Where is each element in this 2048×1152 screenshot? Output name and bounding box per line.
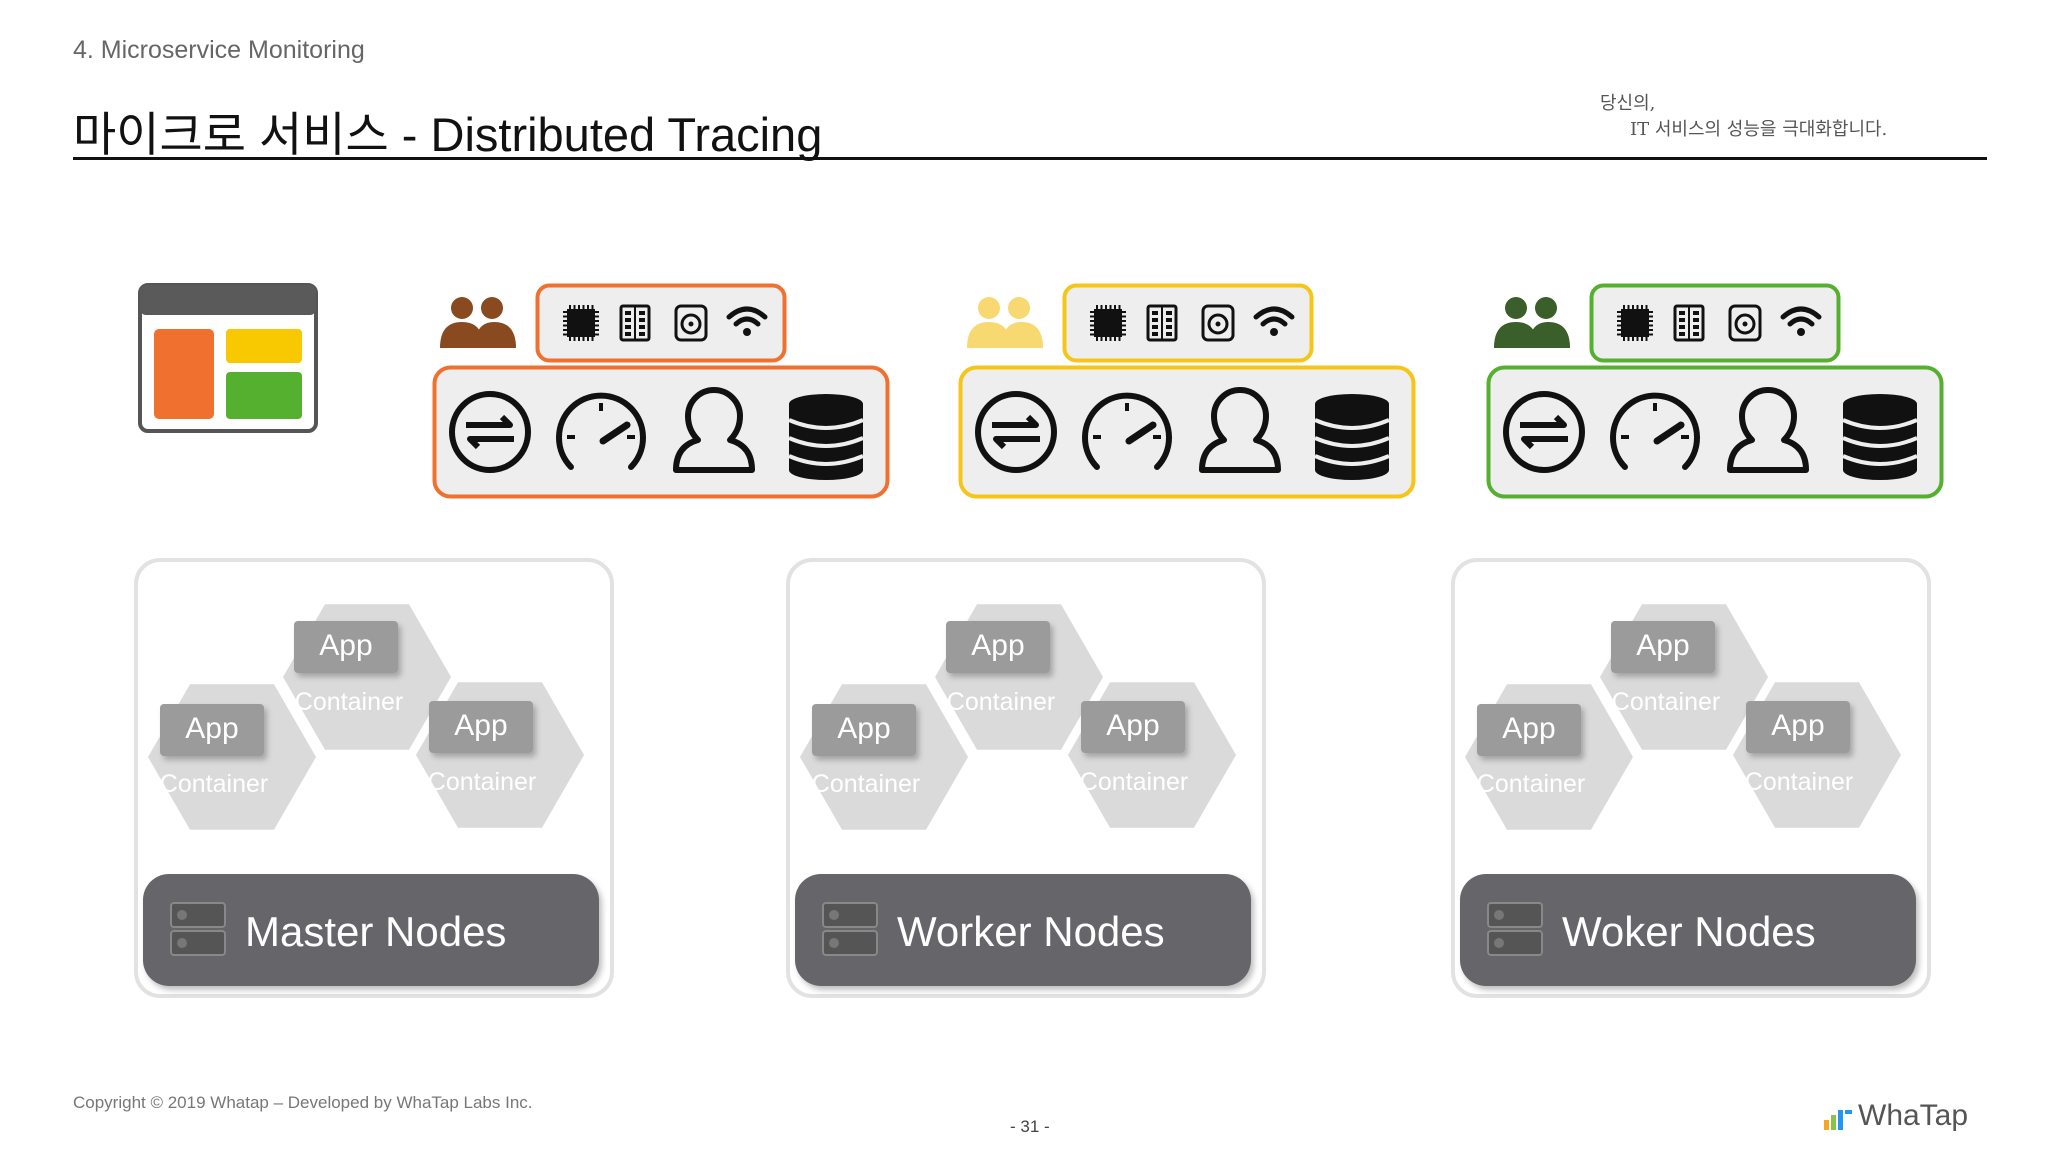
page-number: - 31 - [1010,1117,1050,1136]
container-label: Container [1744,768,1854,796]
app-label: App [454,709,508,742]
tagline-line-1: 당신의, [1600,93,1656,114]
container-label: Container [159,770,269,798]
copyright-text: Copyright © 2019 Whatap – Developed by W… [73,1093,533,1112]
container-label: Container [811,770,921,798]
response-time-icon [1610,392,1700,470]
response-time-icon [556,392,646,470]
app-label: App [1636,629,1690,662]
node-bar [1460,874,1916,986]
cpu-icon [1617,305,1653,341]
response-time-icon [1082,392,1172,470]
infra-metrics-box [535,283,787,363]
node-card-graphic [1451,558,1931,998]
whatap-bars-icon [1824,1110,1852,1130]
user-icon [673,387,755,473]
apm-metrics-box [432,365,890,499]
database-icon [1314,394,1390,480]
app-badge [1611,621,1715,673]
memory-icon [619,304,651,342]
app-badge [1081,701,1185,753]
container-label: Container [427,768,537,796]
container-label: Container [294,688,404,716]
app-label: App [319,629,373,662]
disk-icon [1201,304,1235,342]
transaction-icon [1503,391,1585,473]
server-icon [822,902,878,956]
app-badge [294,621,398,673]
user-icon [1727,387,1809,473]
transaction-icon [449,391,531,473]
node-card-graphic [134,558,614,998]
app-label: App [185,712,239,745]
app-badge [160,704,264,756]
title-divider [73,157,1987,160]
container-label: Container [1611,688,1721,716]
brand-logo: WhaTap [1824,1099,1969,1132]
slide-title: 마이크로 서비스 - Distributed Tracing [73,108,823,161]
node-card-graphic [786,558,1266,998]
disk-icon [1728,304,1762,342]
brand-name: WhaTap [1858,1099,1969,1132]
database-icon [788,394,864,480]
users-icon [440,297,516,348]
node-bar [795,874,1251,986]
section-label: 4. Microservice Monitoring [73,36,365,64]
disk-icon [674,304,708,342]
cpu-icon [1090,305,1126,341]
node-title: Worker Nodes [897,908,1165,955]
node-bar [143,874,599,986]
app-badge [812,704,916,756]
app-label: App [837,712,891,745]
apm-metrics-box [1486,365,1944,499]
network-icon [1780,306,1822,336]
container-label: Container [1476,770,1586,798]
app-label: App [971,629,1025,662]
app-badge [1746,701,1850,753]
app-label: App [1502,712,1556,745]
server-icon [1487,902,1543,956]
container-label: Container [946,688,1056,716]
app-label: App [1771,709,1825,742]
app-badge [1477,704,1581,756]
server-icon [170,902,226,956]
users-icon [1494,297,1570,348]
apm-metrics-box [958,365,1416,499]
app-badge [946,621,1050,673]
database-icon [1842,394,1918,480]
app-label: App [1106,709,1160,742]
infra-metrics-box [1589,283,1841,363]
memory-icon [1146,304,1178,342]
user-icon [1199,387,1281,473]
infra-metrics-box [1062,283,1314,363]
users-icon [967,297,1043,348]
tagline-line-2: IT 서비스의 성능을 극대화합니다. [1630,119,1888,140]
node-title: Master Nodes [245,908,507,955]
network-icon [726,306,768,336]
container-label: Container [1079,768,1189,796]
network-icon [1253,306,1295,336]
node-title: Woker Nodes [1562,908,1816,955]
app-badge [429,701,533,753]
cpu-icon [563,305,599,341]
transaction-icon [975,391,1057,473]
dashboard-icon [138,283,318,433]
memory-icon [1673,304,1705,342]
